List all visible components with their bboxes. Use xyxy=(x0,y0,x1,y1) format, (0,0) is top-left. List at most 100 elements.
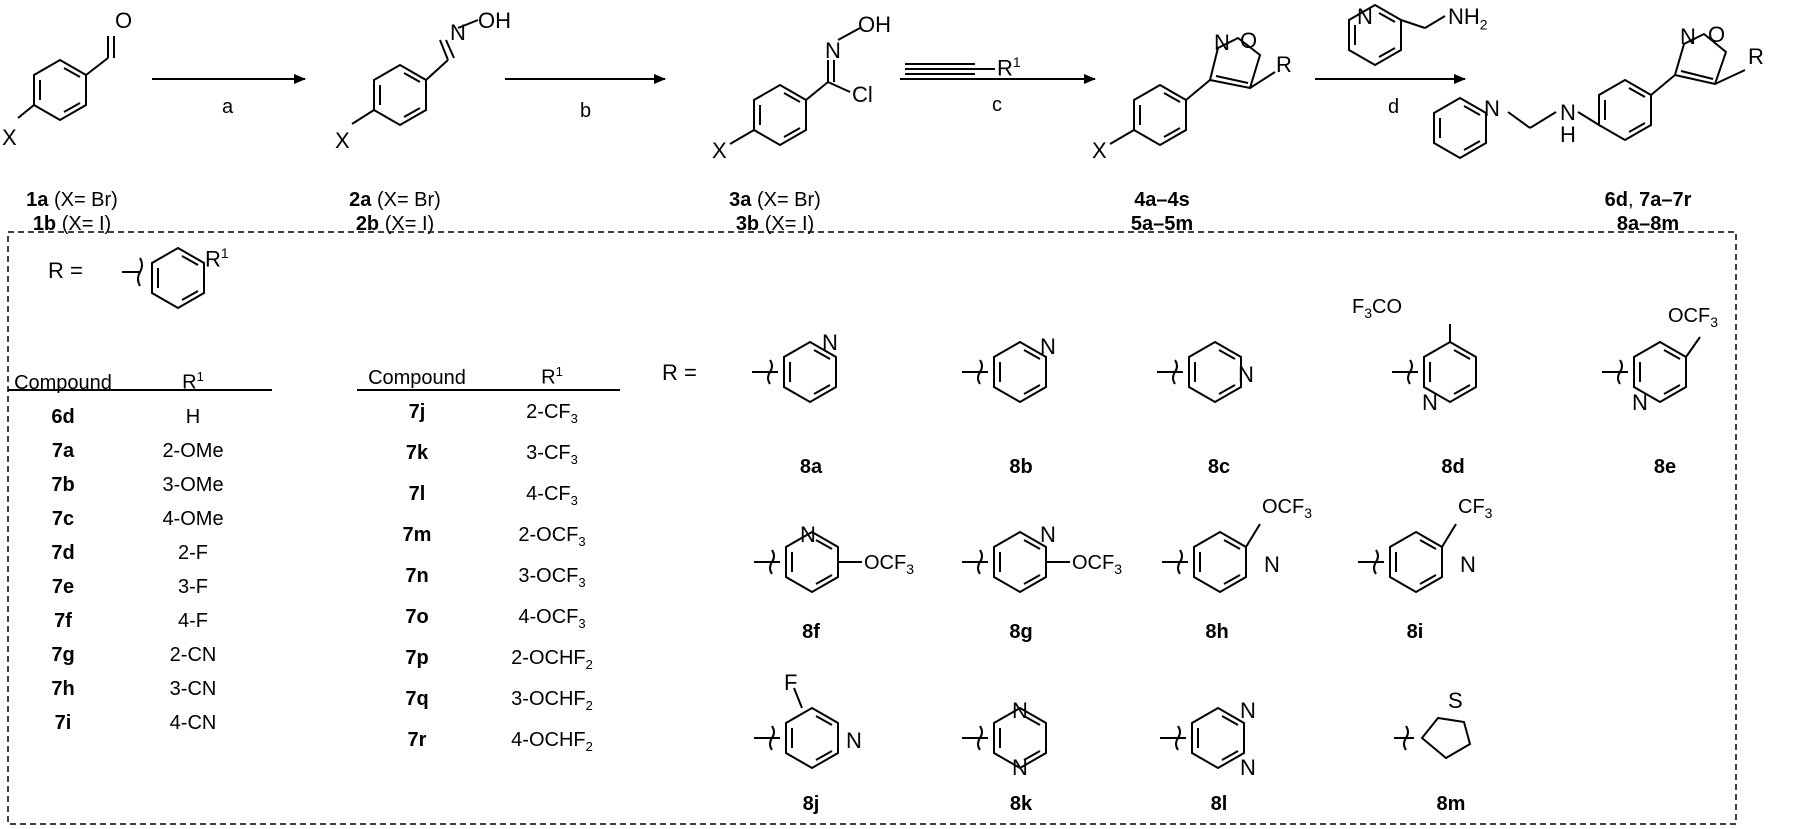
atom-N-8l-a: N xyxy=(1240,698,1256,723)
compound-id: 7j xyxy=(408,400,426,423)
atom-R-6: R xyxy=(1748,44,1764,69)
substituent: 2-OCHF2 xyxy=(511,646,593,672)
label-compound-2: 2a (X= Br) 2b (X= I) xyxy=(349,189,441,235)
table-row: 6d H xyxy=(8,400,278,434)
compound-id: 7d xyxy=(51,541,75,564)
compound-id: 7m xyxy=(402,523,432,546)
structure-4 xyxy=(1109,36,1276,146)
reagent-d: d xyxy=(1388,96,1400,118)
compound-id: 7n xyxy=(405,564,429,587)
atom-N-4: N xyxy=(1214,30,1230,55)
substituent: 3-OMe xyxy=(162,473,224,496)
heteroaryl-row-1 xyxy=(752,324,1701,403)
atom-N-8l-b: N xyxy=(1240,755,1256,780)
compound-id: 7g xyxy=(51,643,75,666)
substituent: 3-CN xyxy=(169,677,217,700)
atom-N-8j: N xyxy=(846,728,862,753)
pyridinylmethylamine xyxy=(1348,4,1446,66)
hetero-caption: 8b xyxy=(1009,456,1033,478)
table-row: 7r 4-OCHF2 xyxy=(357,723,627,764)
substituent: 2-CF3 xyxy=(526,400,578,426)
reagent-b: b xyxy=(580,100,592,122)
reagent-c: c xyxy=(992,94,1002,116)
substituent: 3-CF3 xyxy=(526,441,578,467)
atom-X-4: X xyxy=(1092,138,1107,163)
atom-N-8h: N xyxy=(1264,552,1280,577)
hetero-caption: 8f xyxy=(802,621,820,643)
hetero-caption: 8m xyxy=(1436,793,1466,815)
hetero-caption: 8l xyxy=(1210,793,1228,815)
hetero-caption: 8c xyxy=(1207,456,1231,478)
compound-id: 7l xyxy=(408,482,426,505)
compound-id: 7c xyxy=(51,507,75,530)
table-row: 7p 2-OCHF2 xyxy=(357,641,627,682)
atom-OH-3: OH xyxy=(858,12,891,37)
structure-1 xyxy=(17,36,115,121)
compound-id: 7o xyxy=(405,605,429,628)
table-row: 7b 3-OMe xyxy=(8,468,278,502)
atom-N-8b: N xyxy=(1040,334,1056,359)
atom-O-1: O xyxy=(115,8,133,33)
sub-8e: OCF3 xyxy=(1668,305,1719,330)
table-row: 7c 4-OMe xyxy=(8,502,278,536)
compound-id: 7p xyxy=(405,646,429,669)
atom-OH-2: OH xyxy=(478,8,511,33)
atom-N-amine-ring: N xyxy=(1357,4,1373,29)
r-group-box xyxy=(7,231,1737,825)
compound-id: 7e xyxy=(51,575,75,598)
hetero-caption: 8a xyxy=(799,456,823,478)
compound-id: 7a xyxy=(51,439,75,462)
atom-H-6: H xyxy=(1560,122,1576,147)
atom-X-3: X xyxy=(712,138,727,163)
hetero-caption: 8j xyxy=(802,793,820,815)
compound-id: 7b xyxy=(51,473,75,496)
atom-N-2: N xyxy=(450,20,466,45)
structure-2 xyxy=(351,19,479,126)
atom-N-8k-b: N xyxy=(1012,755,1028,780)
substituent: 4-CN xyxy=(169,711,217,734)
substituent: 4-OCF3 xyxy=(518,605,586,631)
table-row: 7o 4-OCF3 xyxy=(357,600,627,641)
substituent: 2-F xyxy=(178,541,208,564)
phenyl-substituent xyxy=(122,247,205,309)
alkyne xyxy=(905,63,995,75)
substituent: 4-OMe xyxy=(162,507,224,530)
label-compound-6: 6d, 7a–7r 8a–8m xyxy=(1604,189,1692,235)
structure-6 xyxy=(1433,32,1746,159)
compound-id: 7r xyxy=(407,728,427,751)
compound-id: 6d xyxy=(51,405,75,428)
atom-X-1: X xyxy=(2,125,17,150)
atom-N-8d: N xyxy=(1422,390,1438,415)
atom-N-6c: N xyxy=(1484,96,1500,121)
atom-N-6b: N xyxy=(1560,100,1576,125)
hetero-caption: 8d xyxy=(1441,456,1465,478)
reagent-a: a xyxy=(222,96,234,118)
compound-id: 7f xyxy=(54,609,72,632)
atom-N-8e: N xyxy=(1632,390,1648,415)
compound-id: 7q xyxy=(405,687,429,710)
atom-N-8c: N xyxy=(1238,362,1254,387)
table-row: 7f 4-F xyxy=(8,604,278,638)
sub-8h: OCF3 xyxy=(1262,496,1313,521)
substituent: 4-OCHF2 xyxy=(511,728,593,754)
atom-O-4: O xyxy=(1240,28,1258,53)
substituent: 3-OCF3 xyxy=(518,564,586,590)
sub-8i: CF3 xyxy=(1458,496,1493,521)
alkyne-R1: R1 xyxy=(997,54,1021,81)
substituent: 4-F xyxy=(178,609,208,632)
hetero-r-equals: R = xyxy=(662,360,697,385)
atom-N-6: N xyxy=(1680,24,1696,49)
atom-R-4: R xyxy=(1276,52,1292,77)
heteroaryl-row-3 xyxy=(754,687,1472,769)
substituent: H xyxy=(185,405,201,428)
